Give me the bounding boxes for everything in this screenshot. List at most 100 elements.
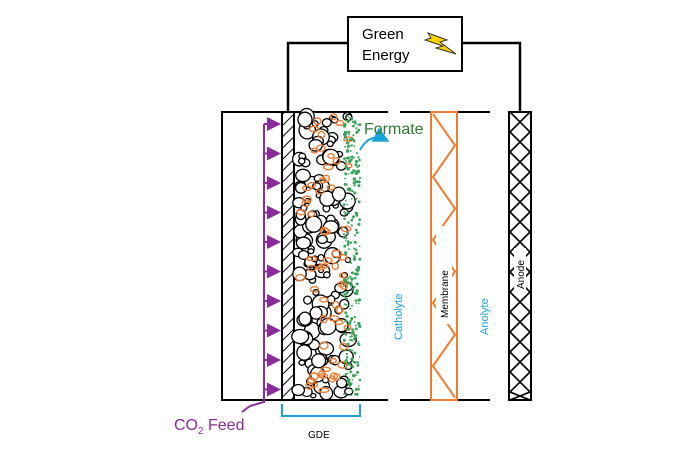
catalyst-dot bbox=[345, 138, 348, 141]
catalyst-dot bbox=[353, 315, 356, 319]
catalyst-dot bbox=[343, 349, 346, 352]
carbon-particle bbox=[331, 186, 347, 202]
catalyst-dot bbox=[350, 117, 353, 120]
catalyst-particle bbox=[319, 296, 329, 303]
catalyst-dot bbox=[354, 361, 357, 364]
catalyst-dot bbox=[357, 321, 361, 326]
power-label-line1: Green bbox=[362, 26, 404, 43]
catalyst-dot bbox=[353, 122, 357, 125]
catalyst-dot bbox=[344, 172, 348, 176]
catalyst-dot bbox=[342, 203, 346, 207]
catalyst-dot bbox=[355, 282, 358, 285]
catalyst-dot bbox=[355, 302, 358, 305]
catalyst-dot bbox=[347, 144, 351, 148]
carbon-particle bbox=[295, 236, 312, 250]
catalyst-dot bbox=[355, 374, 358, 377]
catalyst-dot bbox=[345, 237, 348, 240]
catalyst-particle bbox=[309, 285, 320, 293]
catalyst-dot bbox=[352, 374, 356, 378]
catalyst-particle bbox=[295, 274, 306, 282]
carbon-particle bbox=[297, 157, 306, 165]
catalyst-dot bbox=[356, 124, 359, 126]
catalyst-dot bbox=[354, 163, 358, 167]
catalyst-dot bbox=[346, 240, 350, 244]
catalyst-dot bbox=[350, 172, 353, 175]
catalyst-dot bbox=[356, 370, 360, 374]
catalyst-dot bbox=[344, 199, 347, 202]
catalyst-dot bbox=[356, 169, 358, 172]
carbon-particle bbox=[311, 353, 327, 369]
catalyst-dot bbox=[344, 332, 348, 336]
catalyst-dot bbox=[354, 299, 358, 302]
carbon-particle bbox=[316, 234, 328, 245]
catalyst-dot bbox=[346, 149, 350, 153]
catalyst-particle bbox=[301, 198, 311, 208]
catalyst-dot bbox=[349, 117, 352, 119]
anode: Anode bbox=[508, 111, 532, 401]
catalyst-dot bbox=[343, 211, 346, 214]
catalyst-particle bbox=[316, 144, 326, 152]
catalyst-dot bbox=[348, 321, 352, 324]
catalyst-dot bbox=[354, 327, 358, 331]
catalyst-dot bbox=[343, 392, 346, 395]
catalyst-dot bbox=[357, 128, 361, 132]
catalyst-dot bbox=[354, 392, 357, 396]
catalyst-dot bbox=[354, 170, 357, 173]
anode-label: Anode bbox=[516, 260, 527, 289]
catalyst-dot bbox=[357, 385, 360, 387]
catalyst-dot bbox=[352, 181, 356, 185]
co2-feed-label: CO2 Feed bbox=[174, 417, 244, 437]
catalyst-dot bbox=[347, 211, 350, 215]
catalyst-dot bbox=[345, 303, 348, 306]
catalyst-dot bbox=[355, 252, 359, 256]
catalyst-dot bbox=[352, 285, 356, 289]
catalyst-dot bbox=[348, 348, 352, 352]
carbon-particle bbox=[298, 311, 312, 326]
catalyst-dot bbox=[349, 261, 353, 264]
catalyst-dot bbox=[350, 339, 353, 342]
catalyst-dot bbox=[343, 293, 346, 296]
catalyst-dot bbox=[350, 277, 354, 281]
catalyst-dot bbox=[347, 221, 350, 224]
catalyst-dot bbox=[357, 169, 360, 172]
catalyst-dot bbox=[347, 327, 350, 331]
carbon-particle bbox=[295, 168, 311, 183]
catalyst-dot bbox=[350, 271, 354, 275]
catalyst-dot bbox=[349, 241, 353, 244]
catalyst-particle bbox=[318, 177, 328, 184]
catalyst-dot bbox=[344, 145, 347, 148]
catalyst-dot bbox=[351, 365, 354, 369]
catalyst-dot bbox=[344, 119, 347, 122]
catalyst-dot bbox=[346, 243, 350, 247]
catalyst-dot bbox=[351, 379, 354, 381]
catalyst-particle bbox=[329, 113, 338, 121]
catalyst-dot bbox=[352, 177, 357, 181]
catalyst-dot bbox=[345, 356, 349, 359]
catalyst-dot bbox=[344, 166, 348, 170]
catalyst-dot bbox=[347, 141, 350, 145]
catalyst-dot bbox=[358, 324, 362, 328]
membrane-label: Membrane bbox=[440, 270, 451, 318]
catalyst-dot bbox=[351, 304, 353, 307]
catalyst-dot bbox=[351, 349, 353, 352]
catalyst-dot bbox=[354, 160, 359, 164]
carbon-particle bbox=[296, 344, 313, 361]
co2-suffix: Feed bbox=[204, 417, 245, 434]
catalyst-dot bbox=[354, 248, 358, 252]
catalyst-particle bbox=[301, 185, 313, 192]
catalyst-particle bbox=[314, 189, 325, 195]
catalyst-dot bbox=[353, 191, 357, 195]
catalyst-particle bbox=[328, 357, 338, 364]
catalyst-dot bbox=[350, 224, 353, 226]
catalyst-dot bbox=[346, 232, 349, 236]
catalyst-dot bbox=[357, 343, 361, 346]
formate-arrow bbox=[359, 127, 390, 151]
catalyst-dot bbox=[348, 381, 352, 385]
catalyst-dot bbox=[346, 208, 349, 211]
catalyst-dot bbox=[346, 342, 350, 346]
catalyst-dot bbox=[343, 132, 347, 137]
gas-diffusion-layer bbox=[281, 111, 295, 401]
catalyst-dot bbox=[346, 378, 351, 382]
catalyst-particle bbox=[302, 195, 313, 203]
catalyst-dot bbox=[347, 131, 351, 134]
